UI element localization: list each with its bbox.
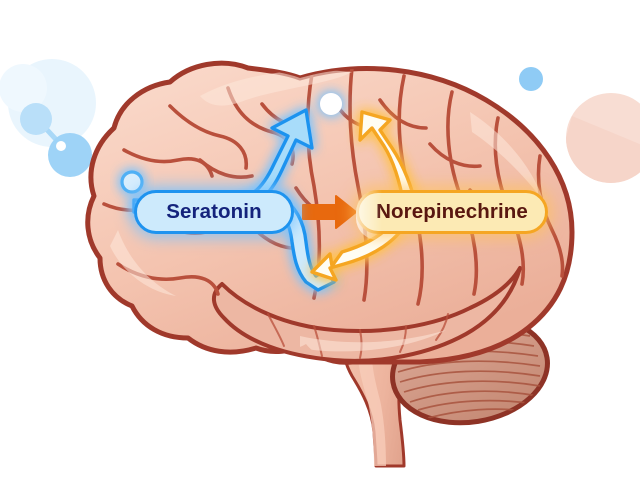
blue-dot xyxy=(519,67,543,91)
molecule-atom-small xyxy=(56,141,66,151)
brainstem-highlight xyxy=(357,338,386,466)
molecule-atom-medium xyxy=(20,103,52,135)
norepinephrine-down-arrow xyxy=(310,224,402,282)
norepinephrine-label: Norepinechrine xyxy=(356,190,548,240)
temporal-lobe xyxy=(212,266,522,363)
conversion-arrow xyxy=(302,195,357,229)
serotonin-origin-node xyxy=(120,170,144,194)
norepinephrine-label-text: Norepinechrine xyxy=(376,200,528,223)
peach-circle-shade xyxy=(566,116,640,183)
serotonin-target-node xyxy=(320,93,342,115)
cortex-highlights xyxy=(110,70,544,352)
serotonin-label: Seratonin xyxy=(134,190,294,234)
norepinephrine-up-arrow xyxy=(358,110,418,208)
molecule-halo-small xyxy=(0,64,47,112)
serotonin-label-text: Seratonin xyxy=(166,200,262,223)
